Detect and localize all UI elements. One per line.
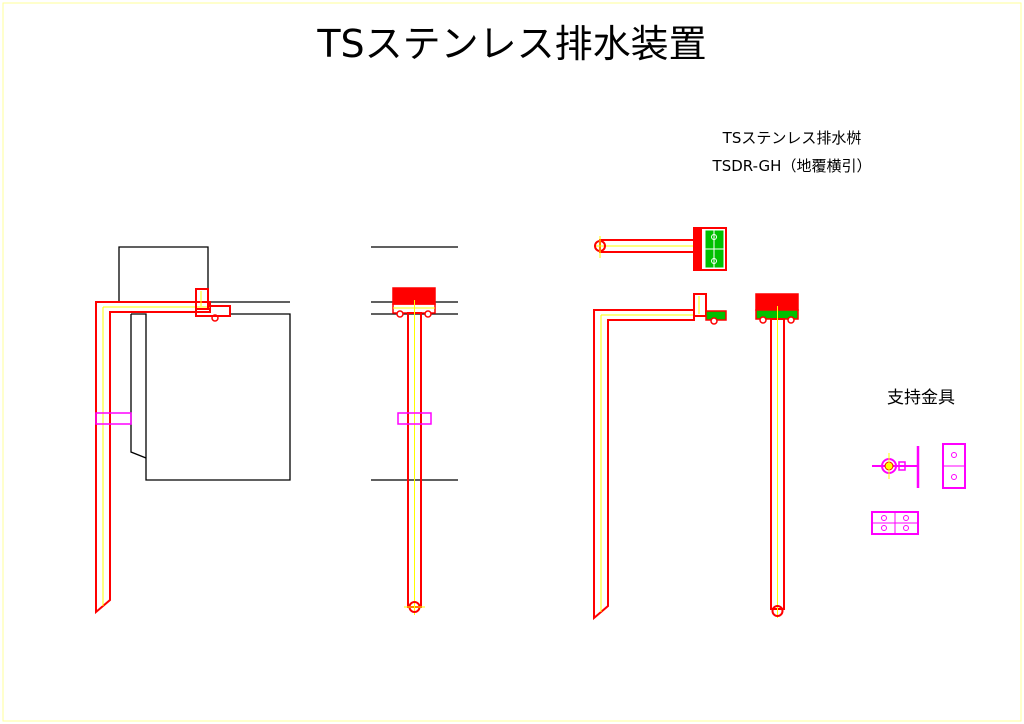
support-bracket xyxy=(397,412,432,425)
section-view xyxy=(95,246,291,615)
support-bracket xyxy=(95,412,132,425)
page-title: TSステンレス排水装置 xyxy=(316,22,706,66)
product-side-view xyxy=(593,293,727,621)
product-plan-view xyxy=(594,227,727,271)
structure-outline xyxy=(118,246,291,481)
product-name: TSステンレス排水桝 xyxy=(722,129,862,147)
front-view xyxy=(371,246,458,615)
support-bracket-label: 支持金具 xyxy=(887,388,955,408)
drain-pipe-front xyxy=(404,300,425,615)
support-bracket-detail xyxy=(871,443,966,535)
drain-basin-section xyxy=(195,288,231,322)
product-model: TSDR-GH（地覆横引） xyxy=(712,157,872,175)
drain-pipe-section xyxy=(95,301,211,615)
product-front-view xyxy=(755,293,799,618)
